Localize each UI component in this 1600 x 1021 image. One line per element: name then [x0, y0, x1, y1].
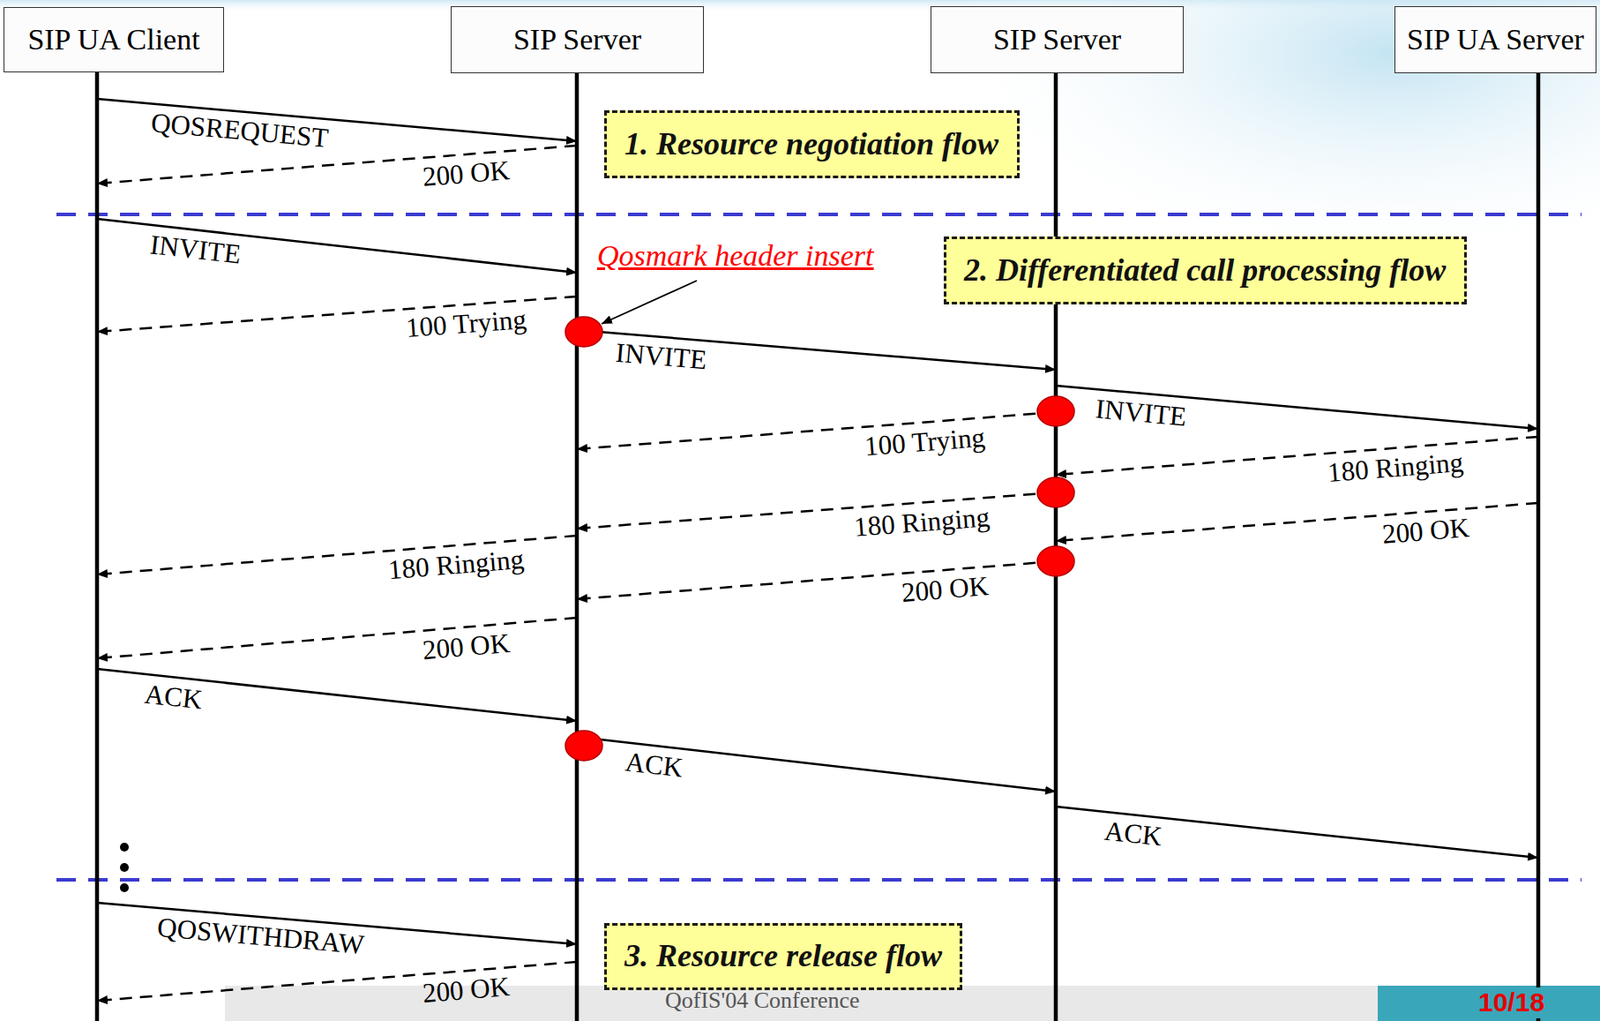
- box-text: 3. Resource release flow: [624, 938, 943, 974]
- footer-text: QofIS'04 Conference: [665, 986, 860, 1014]
- entity-box: SIP UA Server: [1394, 6, 1597, 74]
- request-arrow: [97, 668, 577, 721]
- message-label: QOSREQUEST: [149, 108, 329, 155]
- qosmark-dot: [1037, 396, 1075, 427]
- message-label: 100 Trying: [863, 421, 987, 462]
- box-text: SIP Server: [513, 22, 642, 56]
- message-label: QOSWITHDRAW: [156, 912, 366, 960]
- annotation-text: Qosmark header insert: [597, 238, 875, 273]
- message-label: 180 Ringing: [852, 501, 991, 543]
- response-arrow: [1055, 436, 1539, 475]
- box-text: SIP UA Client: [27, 22, 200, 56]
- entity-box: SIP Server: [930, 6, 1184, 74]
- request-arrow: [576, 736, 1056, 792]
- box-text: 1. Resource negotiation flow: [624, 127, 999, 163]
- message-label: 180 Ringing: [387, 544, 525, 585]
- message-label: 180 Ringing: [1325, 447, 1464, 488]
- message-label: INVITE: [1094, 393, 1189, 432]
- message-label: ACK: [142, 678, 204, 715]
- phase-divider: [56, 212, 1582, 217]
- box-text: SIP UA Server: [1406, 22, 1585, 56]
- message-label: INVITE: [149, 229, 243, 270]
- qosmark-dot: [1037, 477, 1075, 508]
- phase-divider: [56, 877, 1582, 882]
- box-text: SIP Server: [993, 22, 1122, 56]
- entity-box: SIP UA Client: [3, 7, 225, 73]
- message-label: ACK: [623, 747, 685, 784]
- qosmark-dot: [565, 730, 603, 761]
- entity-box: SIP Server: [450, 6, 704, 74]
- phase-box: 3. Resource release flow: [604, 922, 963, 990]
- box-text: 2. Differentiated call processing flow: [964, 253, 1446, 289]
- message-label: ACK: [1103, 815, 1165, 853]
- message-label: 100 Trying: [404, 304, 528, 344]
- phase-box: 1. Resource negotiation flow: [604, 110, 1020, 179]
- continuation-dot: [119, 882, 129, 892]
- qosmark-dot: [565, 316, 603, 347]
- request-arrow: [97, 218, 577, 273]
- continuation-dot: [119, 862, 129, 872]
- page-number: 10/18: [1471, 986, 1552, 1018]
- message-label: 200 OK: [421, 155, 511, 193]
- message-label: INVITE: [614, 337, 709, 376]
- message-label: 200 OK: [1380, 512, 1470, 550]
- background-glow: [934, 0, 1600, 265]
- message-label: 200 OK: [421, 628, 512, 666]
- leader-line: [601, 280, 697, 324]
- page-number-panel: [1377, 985, 1600, 1021]
- lifeline: [1536, 73, 1541, 1021]
- lifeline: [95, 72, 100, 1021]
- continuation-dot: [119, 842, 129, 852]
- lifeline: [575, 73, 580, 1021]
- request-arrow: [1055, 806, 1539, 858]
- qosmark-dot: [1037, 545, 1075, 576]
- footer-band: [224, 985, 1378, 1021]
- phase-box: 2. Differentiated call processing flow: [943, 236, 1467, 305]
- message-label: 200 OK: [900, 570, 990, 608]
